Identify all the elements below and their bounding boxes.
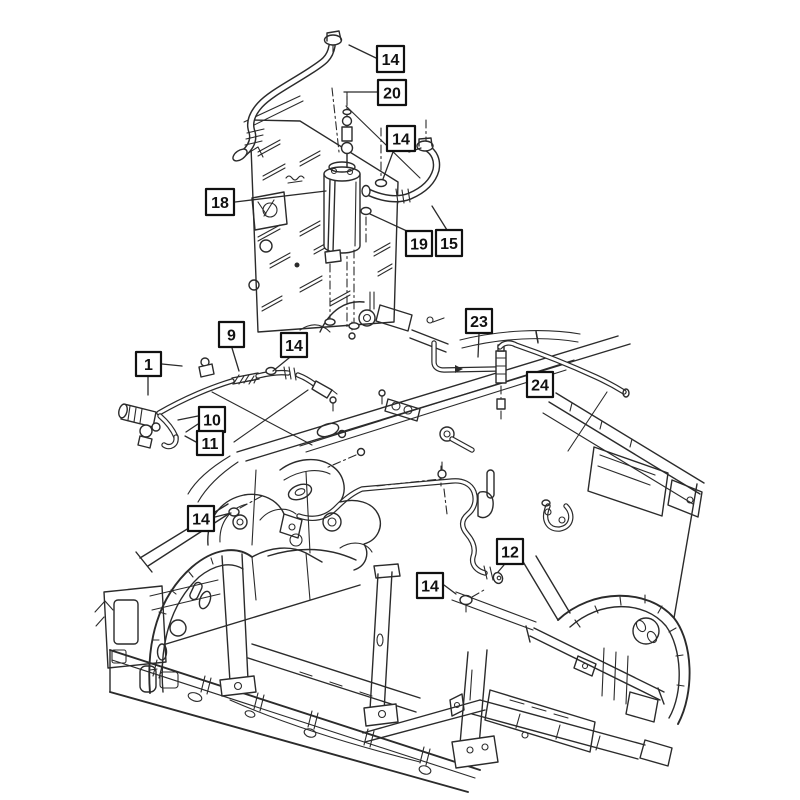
callout-label: 20 bbox=[383, 85, 401, 102]
drain-hose-art bbox=[296, 447, 504, 613]
callout-23: 23 bbox=[464, 307, 494, 358]
callout-leader-line bbox=[185, 423, 199, 433]
callout-14-top-nut: 14 bbox=[348, 44, 406, 74]
callout-label: 11 bbox=[202, 436, 219, 453]
callout-box bbox=[525, 370, 555, 399]
callout-box bbox=[434, 228, 464, 258]
callout-box bbox=[134, 350, 163, 378]
callout-box bbox=[415, 571, 445, 600]
callout-box bbox=[495, 537, 525, 566]
callout-label: 14 bbox=[382, 52, 400, 69]
callout-label: 12 bbox=[501, 544, 519, 561]
callout-10: 10 bbox=[177, 405, 227, 434]
suction-hose-art bbox=[232, 30, 421, 179]
callout-label: 19 bbox=[410, 236, 428, 253]
callout-label: 24 bbox=[531, 377, 549, 394]
callout-label: 23 bbox=[470, 314, 488, 331]
callout-box bbox=[195, 429, 225, 457]
heater-tube-art bbox=[431, 330, 630, 452]
callout-14-grommet: 14 bbox=[272, 331, 309, 372]
callout-14-stud-left: 14 bbox=[186, 504, 232, 533]
callout-label: 10 bbox=[203, 412, 221, 429]
callout-14-stud-bottom: 14 bbox=[415, 571, 457, 600]
callout-box bbox=[279, 331, 309, 359]
callout-leader-line bbox=[535, 331, 539, 344]
callout-leader-line bbox=[184, 435, 197, 443]
callout-label: 14 bbox=[192, 511, 210, 528]
callout-leader-line bbox=[497, 564, 505, 573]
callout-20: 20 bbox=[343, 78, 408, 107]
callout-15: 15 bbox=[431, 205, 464, 258]
callout-24: 24 bbox=[525, 331, 555, 399]
callout-19: 19 bbox=[369, 213, 434, 258]
callout-box bbox=[404, 229, 434, 258]
callout-leader-line bbox=[234, 190, 327, 203]
cowl-art bbox=[187, 330, 631, 503]
callout-label: 18 bbox=[211, 195, 229, 212]
callout-18: 18 bbox=[204, 187, 327, 217]
callout-box bbox=[464, 307, 494, 335]
callout-leader-line bbox=[231, 347, 240, 372]
callout-label: 14 bbox=[421, 578, 439, 595]
frame-art bbox=[94, 459, 691, 793]
accumulator-art bbox=[323, 91, 388, 331]
callout-box bbox=[375, 44, 406, 74]
callout-leader-line bbox=[161, 363, 183, 367]
callouts-layer: 14 20 14 18 19 15 9 14 23 24 1 10 11 14 12 14 bbox=[134, 44, 555, 600]
callout-leader-line bbox=[382, 151, 394, 180]
callout-label: 14 bbox=[285, 338, 303, 355]
callout-leader-line bbox=[177, 415, 199, 421]
callout-leader-line bbox=[369, 213, 410, 233]
callout-9: 9 bbox=[217, 320, 246, 372]
callout-14-acc-nut: 14 bbox=[382, 124, 422, 180]
callout-1: 1 bbox=[134, 350, 183, 396]
callout-box bbox=[376, 78, 408, 107]
callout-label: 9 bbox=[227, 327, 236, 344]
callout-box bbox=[186, 504, 216, 533]
callout-leader-line bbox=[214, 512, 232, 518]
liquid-line-art bbox=[118, 357, 338, 450]
callout-leader-line bbox=[431, 205, 448, 231]
inner-fender-art bbox=[477, 392, 705, 619]
callout-leader-line bbox=[272, 357, 290, 372]
callout-12: 12 bbox=[495, 537, 525, 573]
callout-box bbox=[217, 320, 246, 349]
callout-leader-line bbox=[477, 333, 480, 358]
callout-label: 14 bbox=[392, 131, 410, 148]
discharge-hose-art bbox=[360, 119, 441, 246]
callout-label: 1 bbox=[144, 357, 153, 374]
callout-leader-line bbox=[348, 44, 377, 59]
firewall-panel-art bbox=[239, 95, 449, 353]
callout-box bbox=[385, 124, 417, 153]
callout-leader-line bbox=[443, 584, 457, 595]
callout-11: 11 bbox=[184, 429, 225, 457]
callout-box bbox=[204, 187, 236, 217]
callout-label: 15 bbox=[440, 236, 458, 253]
